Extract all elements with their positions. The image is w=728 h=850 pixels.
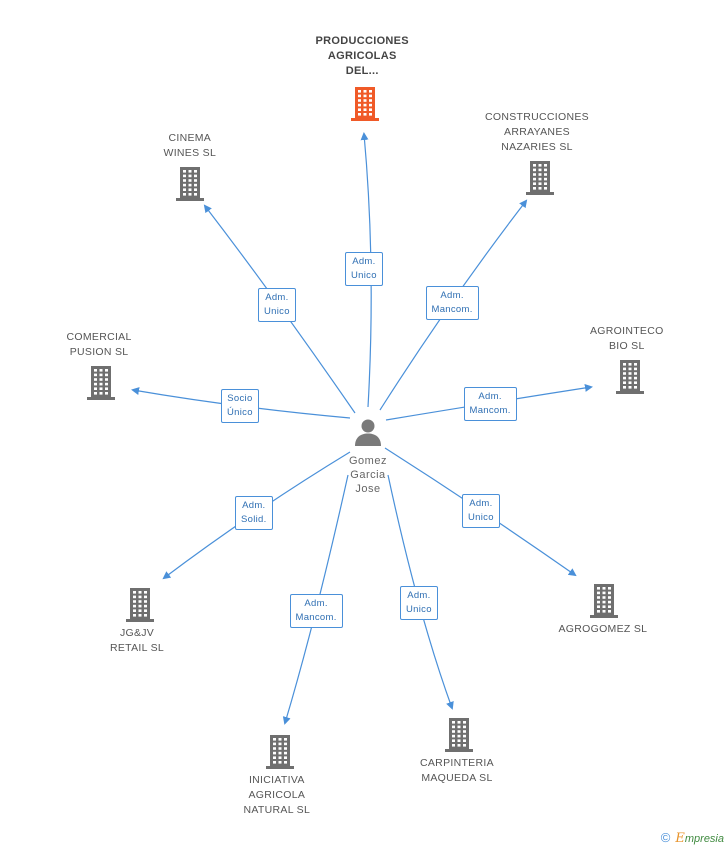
relation-label-line: Mancom. xyxy=(469,405,511,416)
relation-label-line: Unico xyxy=(264,306,290,317)
company-label-line: AGROGOMEZ SL xyxy=(558,623,648,635)
company-label-line: COMERCIAL xyxy=(66,331,132,343)
relation-label-line: Adm. xyxy=(407,590,431,601)
building-icon[interactable] xyxy=(587,582,621,618)
relation-label-line: Socio xyxy=(227,393,253,404)
relation-label-carpinteria[interactable]: Adm. Unico xyxy=(400,586,438,620)
company-label-cinema[interactable]: CINEMA WINES SL xyxy=(164,131,217,161)
relation-label-cinema[interactable]: Adm. Unico xyxy=(258,288,296,322)
relation-label-agrogomez[interactable]: Adm. Unico xyxy=(462,494,500,528)
company-label-construcciones[interactable]: CONSTRUCCIONES ARRAYANES NAZARIES SL xyxy=(485,110,589,155)
relation-label-line: Adm. xyxy=(440,290,464,301)
person-name-line: Gomez xyxy=(349,455,387,467)
relation-label-jgjv[interactable]: Adm. Solid. xyxy=(235,496,273,530)
company-label-line: PUSION SL xyxy=(69,346,129,358)
relation-label-line: Unico xyxy=(351,270,377,281)
relation-label-line: Adm. xyxy=(469,498,493,509)
building-icon[interactable] xyxy=(84,364,118,400)
company-label-line: PRODUCCIONES xyxy=(315,35,409,47)
building-icon[interactable] xyxy=(442,716,476,752)
company-label-line: NAZARIES SL xyxy=(501,141,573,153)
relation-label-line: Adm. xyxy=(478,391,502,402)
building-icon[interactable] xyxy=(173,165,207,201)
company-label-line: MAQUEDA SL xyxy=(421,772,493,784)
company-label-line: WINES SL xyxy=(163,147,217,159)
company-label-line: RETAIL SL xyxy=(110,642,165,654)
company-label-line: AGRICOLA xyxy=(248,789,306,801)
company-label-line: JG&JV xyxy=(119,627,155,639)
company-label-agrointeco[interactable]: AGROINTECO BIO SL xyxy=(590,324,664,354)
company-label-line: NATURAL SL xyxy=(243,804,311,816)
empresia-watermark[interactable]: © Empresia xyxy=(661,830,724,846)
relation-label-line: Adm. xyxy=(265,292,289,303)
brand-name: mpresia xyxy=(684,833,724,845)
relation-label-line: Solid. xyxy=(241,514,267,525)
company-label-producciones[interactable]: PRODUCCIONES AGRICOLAS DEL... xyxy=(316,34,409,79)
relation-label-construcciones[interactable]: Adm. Mancom. xyxy=(425,286,479,320)
company-label-line: AGRICOLAS xyxy=(327,50,397,62)
copyright-icon: © xyxy=(660,830,671,845)
relation-label-line: Adm. xyxy=(352,256,376,267)
person-icon[interactable] xyxy=(353,417,383,452)
company-label-line: ARRAYANES xyxy=(504,126,570,138)
building-icon[interactable] xyxy=(523,159,557,195)
company-label-comercial[interactable]: COMERCIAL PUSION SL xyxy=(67,330,132,360)
company-label-line: CINEMA xyxy=(168,132,212,144)
company-label-line: AGROINTECO xyxy=(590,325,664,337)
company-label-line: DEL... xyxy=(345,65,379,77)
company-label-agrogomez[interactable]: AGROGOMEZ SL xyxy=(559,622,648,637)
company-label-carpinteria[interactable]: CARPINTERIA MAQUEDA SL xyxy=(420,756,494,786)
relation-label-producciones[interactable]: Adm. Unico xyxy=(345,252,383,286)
company-label-iniciativa[interactable]: INICIATIVA AGRICOLA NATURAL SL xyxy=(244,773,311,818)
building-icon[interactable] xyxy=(348,85,382,121)
company-label-line: BIO SL xyxy=(608,340,645,352)
company-label-jgjv[interactable]: JG&JV RETAIL SL xyxy=(110,626,164,656)
relation-label-line: Mancom. xyxy=(295,612,337,623)
relation-label-line: Adm. xyxy=(242,500,266,511)
relation-label-agrointeco[interactable]: Adm. Mancom. xyxy=(463,387,517,421)
relation-label-iniciativa[interactable]: Adm. Mancom. xyxy=(289,594,343,628)
relation-label-line: Mancom. xyxy=(431,304,473,315)
person-name-line: Garcia xyxy=(350,469,386,481)
building-icon[interactable] xyxy=(613,358,647,394)
relation-label-line: Unico xyxy=(468,512,494,523)
company-label-line: INICIATIVA xyxy=(248,774,305,786)
relation-label-line: Unico xyxy=(406,604,432,615)
building-icon[interactable] xyxy=(123,586,157,622)
building-icon[interactable] xyxy=(263,733,297,769)
person-name-line: Jose xyxy=(355,483,381,495)
brand-initial: E xyxy=(675,831,685,846)
relation-label-line: Adm. xyxy=(304,598,328,609)
relation-label-line: Único xyxy=(227,407,253,418)
company-label-line: CONSTRUCCIONES xyxy=(485,111,589,123)
company-label-line: CARPINTERIA xyxy=(420,757,494,769)
